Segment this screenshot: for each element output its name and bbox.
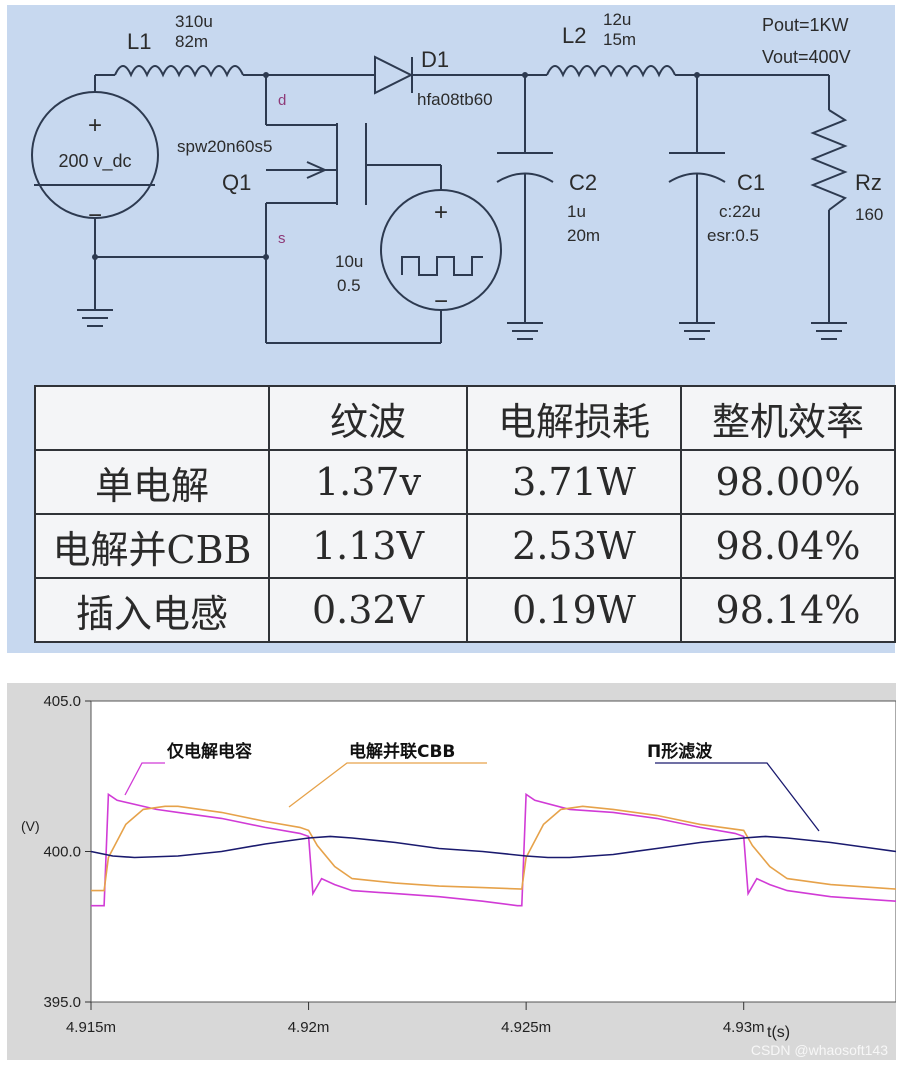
source-value: 200 v_dc bbox=[58, 151, 131, 172]
source-plus: + bbox=[88, 112, 102, 139]
header-efficiency: 整机效率 bbox=[680, 385, 896, 451]
efficiency-cell: 98.04% bbox=[680, 513, 896, 579]
l2-name: L2 bbox=[562, 23, 586, 48]
rz-name: Rz bbox=[855, 170, 882, 195]
ripple-cell: 1.13V bbox=[268, 513, 468, 579]
d1-name: D1 bbox=[421, 47, 449, 72]
table-row: 电解并CBB 1.13V 2.53W 98.04% bbox=[34, 513, 896, 579]
y-tick-label: 395.0 bbox=[43, 994, 81, 1011]
annotation-pi-filter: Π形滤波 bbox=[647, 741, 713, 762]
diode-d1 bbox=[374, 55, 414, 95]
vout-label: Vout=400V bbox=[762, 47, 851, 67]
row-label: 插入电感 bbox=[34, 577, 270, 643]
q1-part: spw20n60s5 bbox=[177, 137, 272, 156]
loss-cell: 2.53W bbox=[466, 513, 682, 579]
comparison-table: 纹波 电解损耗 整机效率 单电解 1.37v 3.71W 98.00% 电解并C… bbox=[34, 385, 896, 643]
resistor-rz bbox=[810, 109, 848, 211]
x-tick-label: 4.915m bbox=[66, 1019, 116, 1036]
drain-node-label: d bbox=[278, 92, 286, 109]
gate-plus: + bbox=[434, 199, 448, 226]
gate-value2: 0.5 bbox=[337, 276, 361, 295]
header-ripple: 纹波 bbox=[268, 385, 468, 451]
y-axis-label: (V) bbox=[21, 818, 40, 834]
output-voltage-chart: 405.0 400.0 395.0 4.915m 4.92m 4.925m 4.93m (V… bbox=[21, 693, 896, 1041]
annotation-pointer-cbb bbox=[288, 762, 487, 808]
y-tick-label: 405.0 bbox=[43, 693, 81, 710]
source-minus: − bbox=[88, 202, 102, 229]
table-row: 插入电感 0.32V 0.19W 98.14% bbox=[34, 577, 896, 643]
x-tick-label: 4.92m bbox=[288, 1019, 330, 1036]
d1-part: hfa08tb60 bbox=[417, 90, 493, 109]
header-cap-loss: 电解损耗 bbox=[466, 385, 682, 451]
c2-value2: 20m bbox=[567, 226, 600, 245]
inductor-l2 bbox=[546, 65, 676, 78]
annotation-electrolytic-only: 仅电解电容 bbox=[166, 741, 252, 762]
series-line-0 bbox=[91, 792, 896, 907]
q1-name: Q1 bbox=[222, 170, 251, 195]
y-tick-label: 400.0 bbox=[43, 844, 81, 861]
ripple-cell: 1.37v bbox=[268, 449, 468, 515]
row-label: 电解并CBB bbox=[34, 513, 270, 579]
x-tick-label: 4.925m bbox=[501, 1019, 551, 1036]
loss-cell: 3.71W bbox=[466, 449, 682, 515]
series-line-2 bbox=[90, 835, 896, 859]
ripple-cell: 0.32V bbox=[268, 577, 468, 643]
schematic-panel: + 200 v_dc − L1 310u 82m D1 hfa08tb60 L2… bbox=[7, 5, 896, 653]
series-line-1 bbox=[91, 805, 896, 892]
table-row: 单电解 1.37v 3.71W 98.00% bbox=[34, 449, 896, 515]
header-corner bbox=[34, 385, 270, 451]
pout-label: Pout=1KW bbox=[762, 15, 849, 35]
l2-value2: 15m bbox=[603, 30, 636, 49]
l2-value1: 12u bbox=[603, 10, 631, 29]
waveform-panel: 405.0 400.0 395.0 4.915m 4.92m 4.925m 4.93m (V… bbox=[7, 683, 896, 1060]
c1-value2: esr:0.5 bbox=[707, 226, 759, 245]
c1-name: C1 bbox=[737, 170, 765, 195]
boost-circuit-schematic: + 200 v_dc − L1 310u 82m D1 hfa08tb60 L2… bbox=[31, 10, 883, 344]
c2-value1: 1u bbox=[567, 202, 586, 221]
gate-minus: − bbox=[434, 288, 448, 315]
efficiency-cell: 98.00% bbox=[680, 449, 896, 515]
c1-value1: c:22u bbox=[719, 202, 761, 221]
table-header-row: 纹波 电解损耗 整机效率 bbox=[34, 385, 896, 451]
annotation-pointer-electrolytic bbox=[124, 762, 165, 796]
l1-name: L1 bbox=[127, 29, 151, 54]
loss-cell: 0.19W bbox=[466, 577, 682, 643]
efficiency-cell: 98.14% bbox=[680, 577, 896, 643]
annotation-pointer-pi bbox=[655, 762, 820, 832]
inductor-l1 bbox=[114, 65, 244, 78]
x-tick-label: 4.93m bbox=[723, 1019, 765, 1036]
l1-value2: 82m bbox=[175, 32, 208, 51]
x-axis-label: t(s) bbox=[767, 1024, 790, 1041]
source-node-label: s bbox=[278, 230, 286, 247]
gate-value1: 10u bbox=[335, 252, 363, 271]
rz-value: 160 bbox=[855, 205, 883, 224]
annotation-electrolytic-cbb: 电解并联CBB bbox=[349, 741, 455, 762]
c2-name: C2 bbox=[569, 170, 597, 195]
l1-value1: 310u bbox=[175, 12, 213, 31]
row-label: 单电解 bbox=[34, 449, 270, 515]
watermark: CSDN @whaosoft143 bbox=[750, 1042, 888, 1058]
